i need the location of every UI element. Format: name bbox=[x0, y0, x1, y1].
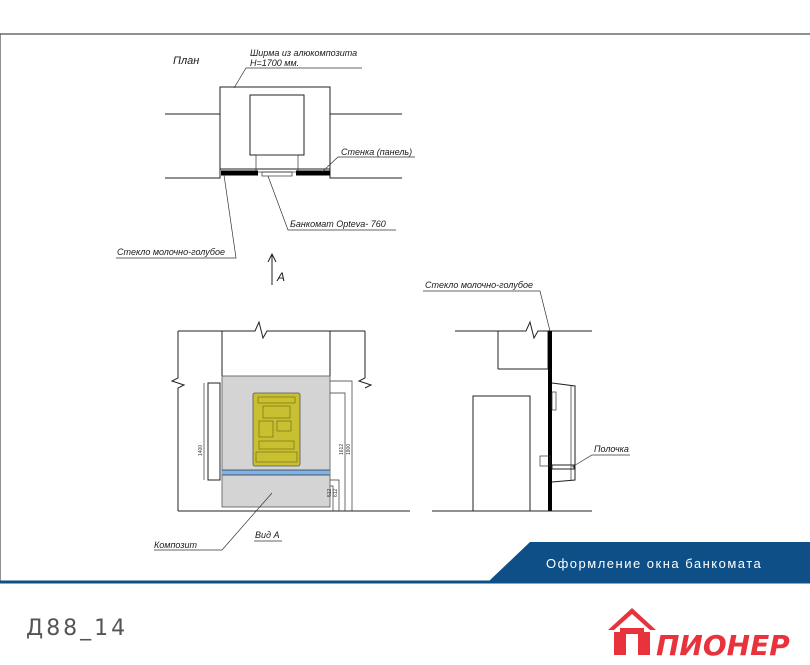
front-atm-base bbox=[255, 451, 298, 463]
sheet-code: Д88_14 bbox=[26, 616, 128, 641]
side-elevation: Стекло молочно-голубое Полочка bbox=[423, 280, 630, 512]
label-screen-line1: Ширма из алюкомпозита bbox=[250, 48, 357, 58]
plan-title: План bbox=[173, 55, 199, 67]
label-shelf: Полочка bbox=[594, 444, 629, 454]
label-view-a: Вид А bbox=[255, 530, 280, 540]
label-atm: Банкомат Opteva- 760 bbox=[290, 219, 386, 229]
dim-line-612 bbox=[330, 479, 340, 511]
front-top-line bbox=[178, 320, 365, 340]
leader-composite bbox=[154, 492, 273, 551]
banner-title: Оформление окна банкомата bbox=[546, 556, 762, 571]
dim-512: 512 bbox=[327, 488, 333, 497]
leader-shelf bbox=[571, 454, 630, 468]
front-atm-dispenser bbox=[258, 440, 295, 450]
dim-line-1900 bbox=[330, 380, 353, 511]
dim-1612: 1612 bbox=[339, 444, 345, 455]
dim-1900: 1900 bbox=[346, 444, 352, 455]
plan-left-wall bbox=[165, 113, 221, 179]
side-top-line bbox=[455, 320, 592, 340]
leader-glass-right bbox=[423, 290, 551, 332]
front-atm-keypad bbox=[258, 420, 274, 438]
dim-line-1612 bbox=[330, 392, 346, 511]
plan-screen-enclosure bbox=[219, 86, 331, 170]
logo-text: ПИОНЕР bbox=[656, 629, 790, 662]
logo-house-icon bbox=[608, 608, 656, 655]
label-glass-left: Стекло молочно-голубое bbox=[117, 247, 225, 257]
pioneer-logo: ПИОНЕР bbox=[608, 608, 790, 662]
side-atm-body bbox=[472, 395, 531, 512]
front-atm-screen bbox=[262, 405, 291, 419]
front-atm-card-slot bbox=[276, 420, 292, 432]
plan-view: План Ширма из алюкомпозита H=1700 мм. Ст… bbox=[116, 48, 415, 285]
plan-atm bbox=[249, 94, 305, 156]
front-atm bbox=[252, 392, 301, 467]
front-elevation: 1400 1612 1900 512 612 Композит Вид А bbox=[154, 320, 410, 551]
title-banner: Оформление окна банкомата bbox=[0, 542, 810, 584]
side-screen-box bbox=[551, 382, 576, 483]
front-glass-strip bbox=[207, 382, 221, 481]
front-right-outline bbox=[357, 331, 373, 389]
leader-screen bbox=[233, 67, 362, 89]
banner-shape bbox=[488, 542, 810, 582]
label-glass-right: Стекло молочно-голубое bbox=[425, 280, 533, 290]
front-dimensions: 1400 1612 1900 512 612 bbox=[198, 380, 353, 511]
front-atm-body bbox=[252, 392, 301, 467]
side-shelf bbox=[551, 464, 575, 470]
label-composite: Композит bbox=[154, 540, 198, 550]
dim-612: 612 bbox=[333, 488, 339, 497]
front-left-outline bbox=[170, 331, 186, 511]
label-screen-line2: H=1700 мм. bbox=[250, 58, 299, 68]
front-glass-stripe bbox=[222, 470, 330, 475]
leader-glass-left bbox=[116, 174, 237, 259]
plan-right-wall bbox=[329, 113, 402, 179]
view-arrow-label: A bbox=[276, 270, 285, 284]
side-part-mid bbox=[539, 455, 551, 467]
side-part-top bbox=[551, 391, 557, 411]
dim-line-512 bbox=[330, 485, 334, 511]
front-atm-header bbox=[257, 396, 296, 404]
label-wall-panel: Стенка (панель) bbox=[341, 147, 412, 157]
dim-1400: 1400 bbox=[198, 445, 204, 456]
leader-wall-panel bbox=[321, 156, 415, 173]
leader-atm bbox=[267, 175, 396, 231]
view-arrow-head bbox=[267, 252, 277, 263]
plan-atm-front bbox=[261, 171, 293, 177]
